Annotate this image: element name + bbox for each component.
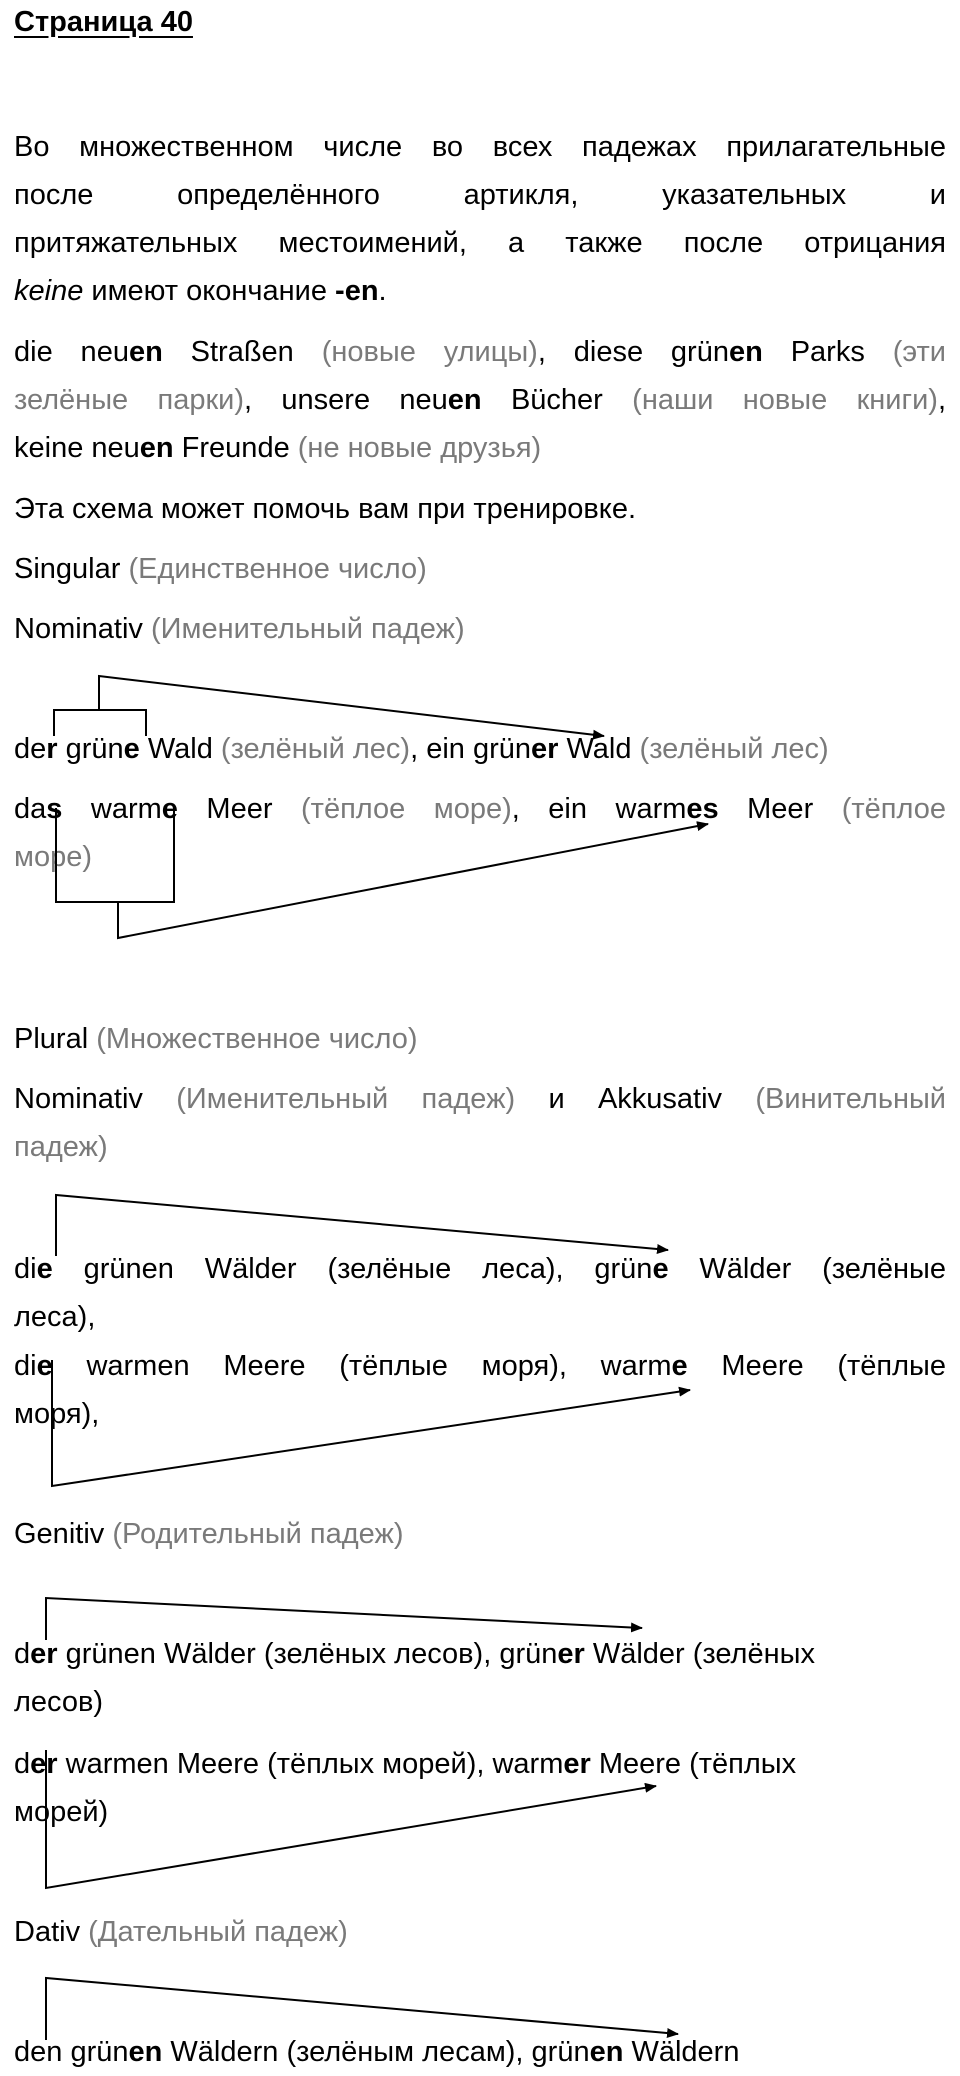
plural-example-2: die warmen Meere (тёплые моря), warme Me… [14,1350,947,1382]
genitiv-example-2: der warmen Meere (тёплых морей), warmer … [14,1748,797,1780]
scheme-note: Эта схема может помочь вам при тренировк… [14,493,636,525]
example-line-2: зелёные парки), unsere neuen Bücher (наш… [14,384,946,416]
singular-case-heading: Nominativ (Именительный падеж) [14,613,465,645]
ending-en: -en [335,275,379,307]
plural-example-1: die grünen Wälder (зелёные леса), grüne … [14,1253,946,1285]
dativ-example-1: den grünen Wäldern (зелёным лесам), grün… [14,2036,740,2068]
plural-example-2-cont: моря), [14,1398,100,1430]
genitiv-example-2-cont: морей) [14,1796,109,1828]
plural-example-1-cont: леса), [14,1301,96,1333]
dativ-heading: Dativ (Дательный падеж) [14,1916,348,1948]
singular-heading: Singular (Единственное число) [14,553,427,585]
singular-example-2: das warme Meer (тёплое море), ein warmes… [14,793,946,825]
genitiv-example-1-cont: лесов) [14,1686,104,1718]
singular-example-1: der grüne Wald (зелёный лес), ein grüner… [14,733,829,765]
genitiv-heading: Genitiv (Родительный падеж) [14,1518,404,1550]
example-line-3: keine neuen Freunde (не новые друзья) [14,432,542,464]
page-title: Страница 40 [14,6,193,38]
intro-line-1: Во множественном числе во всех падежах п… [14,131,946,163]
plural-case-heading: Nominativ (Именительный падеж) и Akkusat… [14,1083,946,1115]
genitiv-example-1: der grünen Wälder (зелёных лесов), grüne… [14,1638,815,1670]
intro-line-4: keine имеют окончание -en. [14,275,387,307]
intro-line-2: после определённого артикля, указательны… [14,179,946,211]
plural-case-heading-cont: падеж) [14,1131,108,1163]
plural-heading: Plural (Множественное число) [14,1023,418,1055]
keine-word: keine [14,275,84,307]
intro-line-3: притяжательных местоимений, а также посл… [14,227,946,259]
singular-example-2-cont: море) [14,841,92,873]
example-line-1: die neuen Straßen (новые улицы), diese g… [14,336,946,368]
